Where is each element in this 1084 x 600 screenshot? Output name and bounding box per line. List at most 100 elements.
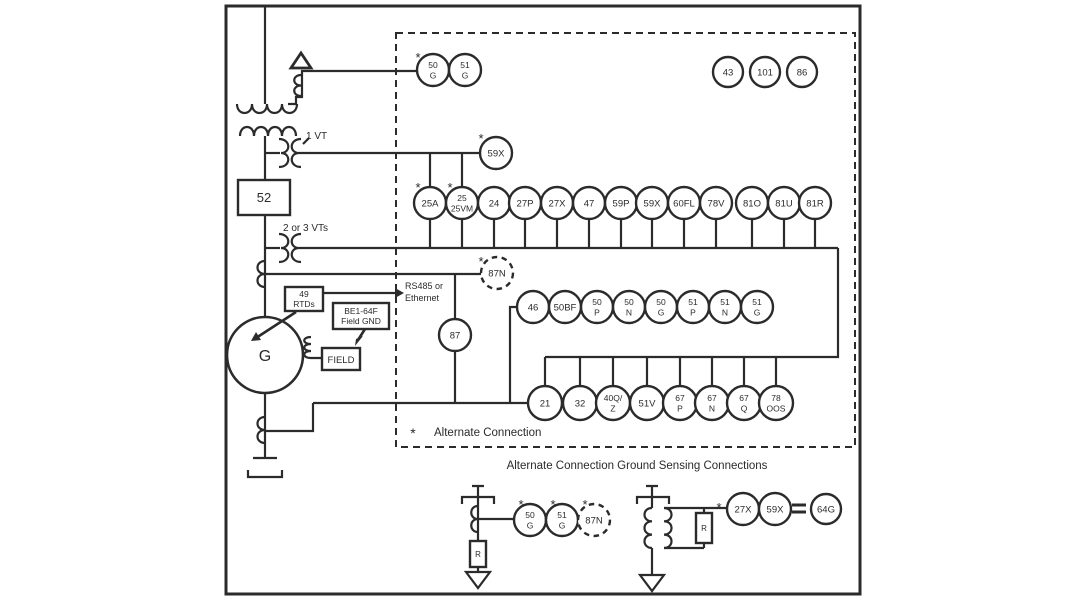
field-gnd-arrowhead [355,336,363,346]
asterisk-25a: * [415,180,420,195]
device-circle [447,52,483,88]
device-label: 27P [517,199,534,210]
vt1-label: 1 VT [306,131,327,142]
field-gnd-box-line1: BE1-64F [344,306,378,316]
device-circle [809,492,843,526]
device-label: 50BF [554,303,577,314]
comm-label-line1: RS485 or [405,281,443,291]
device-32: 32 [561,384,599,422]
device-circle [757,384,795,422]
device-label: 81O [743,199,761,210]
device-label: 60FL [673,199,695,210]
device-51v: 51V [628,384,666,422]
comm-arrowhead [395,288,404,298]
comm-label-line2: Ethernet [405,293,440,303]
device-59x: 59X [478,135,514,171]
device-46: 46 [515,289,551,325]
field-box [320,346,362,372]
device-27x: 27X [725,491,761,527]
device-label: 25A [422,199,440,210]
device-label: 59X [644,199,662,210]
device-label: 47 [584,199,595,210]
device-label: 21 [540,399,551,410]
device-circle [797,185,833,221]
relay-dashed-boundary [395,32,856,448]
device-label: 78V [708,199,726,210]
vt23-symbol [278,232,290,264]
device-81o: 81O [734,185,770,221]
device-label: 46 [528,303,539,314]
asterisk-gnd-27x: * [716,500,721,515]
device-59x: 59X [757,491,793,527]
asterisk-87n: * [478,254,483,269]
device-78v: 78V [698,185,734,221]
device-label: 59P [613,199,630,210]
device-circle [757,491,793,527]
breaker-52-label: 52 [257,190,271,205]
device-label: 87N [585,516,603,527]
device-label: 40Q/Z [604,393,623,414]
device-label: 24 [489,199,500,210]
device-circle [479,255,515,291]
device-81r: 81R [797,185,833,221]
alt-note-label: Alternate Connection [434,427,541,439]
transformer-symbol [235,103,299,115]
ground-symbol-left [463,570,493,590]
device-circle [711,55,745,89]
device-label: 59X [488,149,506,160]
device-label: 43 [723,68,734,79]
device-87n: 87N [479,255,515,291]
device-59p: 59P [603,185,639,221]
device-label: 81R [806,199,824,210]
device-40qz: 40Q/Z [594,384,632,422]
resistor-right-box [694,511,714,545]
device-label: 81U [775,199,793,210]
device-label: 64G [817,505,835,516]
asterisk-gnd-87n: * [582,497,587,512]
device-24: 24 [476,185,512,221]
asterisk-gnd-50g: * [518,497,523,512]
field-gnd-box-line2: Field GND [341,316,381,326]
resistor-left-label: R [475,550,481,559]
device-43: 43 [711,55,745,89]
generator-label: G [259,348,271,365]
device-60fl: 60FL [666,185,702,221]
neutral-ct [293,73,302,98]
neutral-ground-arrow [288,50,314,70]
device-27x: 27X [539,185,575,221]
asterisk-25vm: * [447,180,452,195]
device-59x: 59X [634,185,670,221]
device-81u: 81U [766,185,802,221]
device-circle [698,185,734,221]
device-101: 101 [748,55,782,89]
device-label: 51V [639,399,657,410]
device-64g: 64G [809,492,843,526]
equals-sign [792,503,806,514]
